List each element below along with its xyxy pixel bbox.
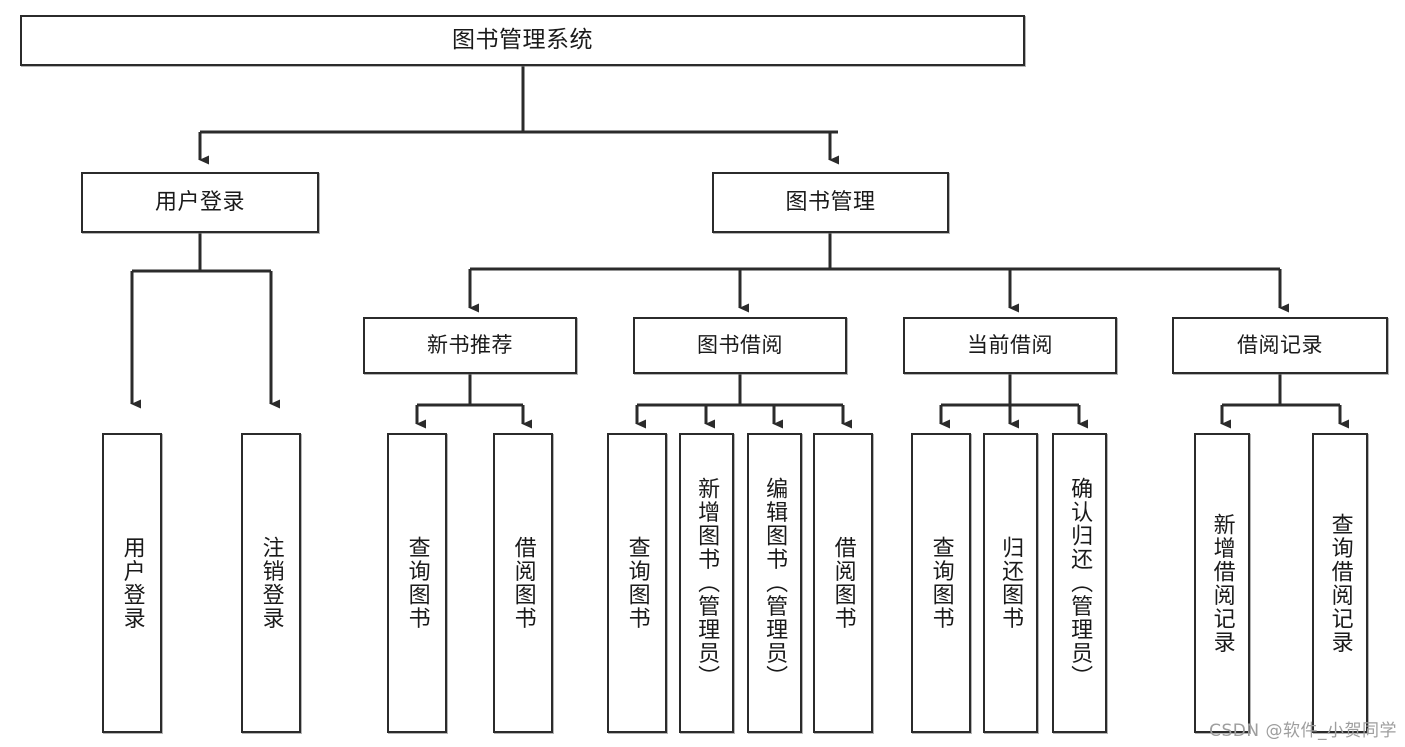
node-leaf-add-record-label: 新增借阅记录 — [1209, 512, 1235, 654]
node-borrow-record[interactable]: 借阅记录 — [1172, 317, 1388, 374]
node-current-borrow[interactable]: 当前借阅 — [903, 317, 1117, 374]
node-book-manage[interactable]: 图书管理 — [712, 172, 949, 233]
node-book-manage-label: 图书管理 — [785, 189, 876, 215]
node-leaf-user-logout-label: 注销登录 — [258, 536, 284, 630]
node-leaf-edit-book[interactable]: 编辑图书（管理员） — [747, 433, 802, 733]
node-leaf-return-book-label: 归还图书 — [998, 536, 1024, 630]
node-leaf-confirm-return[interactable]: 确认归还（管理员） — [1052, 433, 1107, 733]
node-user-login-label: 用户登录 — [154, 189, 245, 215]
node-book-borrow[interactable]: 图书借阅 — [633, 317, 847, 374]
node-current-borrow-label: 当前借阅 — [967, 333, 1053, 358]
node-leaf-query-book-3[interactable]: 查询图书 — [911, 433, 971, 733]
node-new-book-recommend[interactable]: 新书推荐 — [363, 317, 577, 374]
node-book-borrow-label: 图书借阅 — [697, 333, 783, 358]
node-leaf-add-record[interactable]: 新增借阅记录 — [1194, 433, 1250, 733]
node-user-login[interactable]: 用户登录 — [81, 172, 319, 233]
node-leaf-confirm-return-label: 确认归还（管理员） — [1067, 477, 1093, 689]
node-leaf-user-login-label: 用户登录 — [119, 536, 145, 630]
node-leaf-return-book[interactable]: 归还图书 — [983, 433, 1038, 733]
node-leaf-borrow-book-1-label: 借阅图书 — [510, 536, 536, 630]
node-root-label: 图书管理系统 — [452, 26, 593, 53]
node-leaf-query-book-1[interactable]: 查询图书 — [387, 433, 447, 733]
node-leaf-edit-book-label: 编辑图书（管理员） — [762, 477, 788, 689]
watermark-text: CSDN @软件_小贺同学 — [1209, 721, 1397, 741]
node-leaf-query-book-1-label: 查询图书 — [404, 536, 430, 630]
node-leaf-borrow-book-1[interactable]: 借阅图书 — [493, 433, 553, 733]
node-leaf-add-book-label: 新增图书（管理员） — [694, 477, 720, 689]
node-leaf-user-logout[interactable]: 注销登录 — [241, 433, 301, 733]
node-leaf-borrow-book-2[interactable]: 借阅图书 — [813, 433, 873, 733]
node-root[interactable]: 图书管理系统 — [20, 15, 1025, 66]
node-leaf-query-record[interactable]: 查询借阅记录 — [1312, 433, 1368, 733]
node-leaf-borrow-book-2-label: 借阅图书 — [830, 536, 856, 630]
node-leaf-add-book[interactable]: 新增图书（管理员） — [679, 433, 734, 733]
node-leaf-query-book-3-label: 查询图书 — [928, 536, 954, 630]
node-leaf-query-book-2[interactable]: 查询图书 — [607, 433, 667, 733]
node-leaf-query-book-2-label: 查询图书 — [624, 536, 650, 630]
node-leaf-query-record-label: 查询借阅记录 — [1327, 512, 1353, 654]
node-leaf-user-login[interactable]: 用户登录 — [102, 433, 162, 733]
node-borrow-record-label: 借阅记录 — [1237, 333, 1323, 358]
node-new-book-recommend-label: 新书推荐 — [427, 333, 513, 358]
